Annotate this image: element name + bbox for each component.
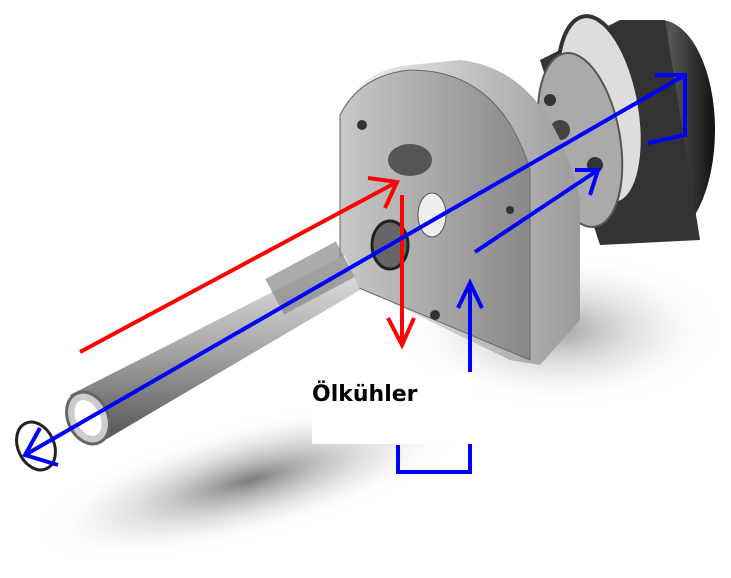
arrow-red-icon <box>79 176 416 354</box>
arrow-blue-icon <box>22 73 687 474</box>
oil-cooler-label: Ölkühler <box>312 372 472 444</box>
o-ring <box>15 420 57 472</box>
